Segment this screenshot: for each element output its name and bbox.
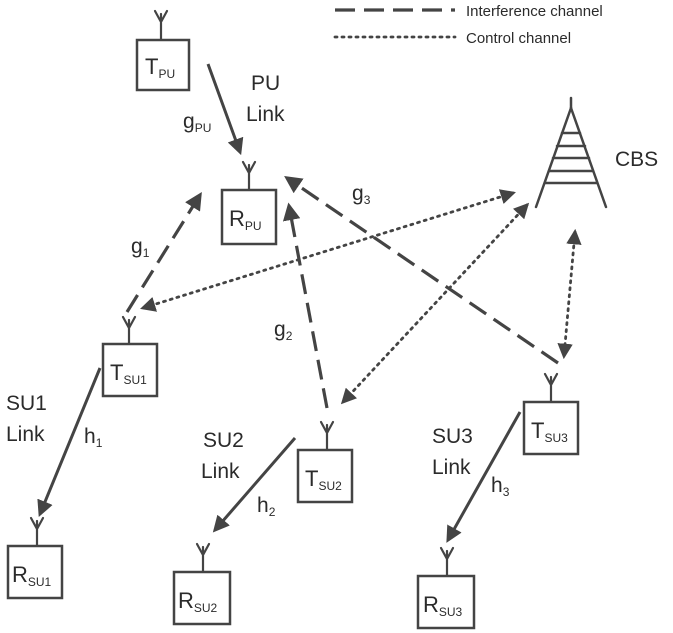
gain-h1-label: h1 xyxy=(84,425,103,450)
gain-g1-label: g1 xyxy=(131,235,150,260)
antenna-icon xyxy=(29,516,45,548)
antenna-icon xyxy=(543,372,559,404)
node-box xyxy=(135,38,191,92)
su2-link-label-line1: SU2 xyxy=(203,429,244,452)
interference-g2-arrow xyxy=(282,202,329,409)
su3-link-arrow xyxy=(446,411,522,543)
antenna-icon xyxy=(121,315,137,346)
antenna-icon xyxy=(195,542,211,574)
su3-link-label-line1: SU3 xyxy=(432,425,473,448)
node-box xyxy=(296,448,354,504)
svg-text:TPU: TPU xyxy=(145,54,175,81)
gain-h2-label: h2 xyxy=(257,494,276,519)
svg-text:TSU3: TSU3 xyxy=(531,418,568,445)
node-t-su2: TSU2 xyxy=(296,420,354,504)
node-box xyxy=(416,574,476,630)
svg-text:TSU2: TSU2 xyxy=(305,466,342,493)
node-r-pu: RPU xyxy=(220,160,278,246)
node-t-pu: TPU xyxy=(135,9,191,92)
svg-text:RSU1: RSU1 xyxy=(12,562,52,589)
su1-link-arrow xyxy=(37,367,102,518)
su2-link-label-line2: Link xyxy=(201,460,240,483)
gain-h3-label: h3 xyxy=(491,474,510,499)
node-box xyxy=(172,570,232,626)
legend: Interference channel Control channel xyxy=(333,3,603,47)
node-box xyxy=(522,400,580,456)
gain-g3-label: g3 xyxy=(352,182,371,207)
node-r-su3: RSU3 xyxy=(416,546,476,630)
legend-interference-label: Interference channel xyxy=(466,3,603,20)
node-t-su1: TSU1 xyxy=(101,315,159,398)
control-su3-line xyxy=(557,228,582,360)
pu-link-label-line2: Link xyxy=(246,103,285,126)
antenna-icon xyxy=(439,546,455,578)
svg-text:RSU2: RSU2 xyxy=(178,588,218,615)
node-box xyxy=(220,188,278,246)
node-t-su3: TSU3 xyxy=(522,372,580,456)
node-box xyxy=(6,544,64,600)
svg-text:RSU3: RSU3 xyxy=(423,592,463,619)
antenna-icon xyxy=(319,420,335,452)
antenna-icon xyxy=(153,9,169,42)
su1-link-label-line1: SU1 xyxy=(6,392,47,415)
gain-g2-label: g2 xyxy=(274,318,293,343)
su2-link-arrow xyxy=(212,437,297,533)
su1-link-label-line2: Link xyxy=(6,423,45,446)
svg-text:TSU1: TSU1 xyxy=(110,360,147,387)
pu-link-label-line1: PU xyxy=(251,72,280,95)
node-r-su1: RSU1 xyxy=(6,516,64,600)
control-su2-line xyxy=(340,202,530,405)
gain-g-pu-label: gPU xyxy=(183,110,211,135)
node-r-su2: RSU2 xyxy=(172,542,232,626)
interference-g3-arrow xyxy=(284,176,559,365)
pu-link-arrow xyxy=(206,63,244,156)
control-su1-line xyxy=(140,189,516,312)
node-box xyxy=(101,342,159,398)
svg-text:RPU: RPU xyxy=(229,206,262,233)
su3-link-label-line2: Link xyxy=(432,456,471,479)
cbs-label: CBS xyxy=(615,148,658,171)
cbs-tower-icon xyxy=(534,96,608,209)
legend-control-label: Control channel xyxy=(466,30,571,47)
antenna-icon xyxy=(241,160,257,192)
